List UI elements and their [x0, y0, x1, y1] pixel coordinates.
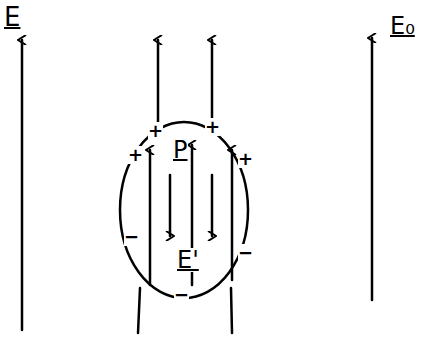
- depolarizing-arrow: [211, 175, 214, 236]
- charge-sign: −: [174, 286, 189, 304]
- field-line: [211, 40, 214, 124]
- polarization-label: P: [172, 138, 188, 162]
- charge-sign: +: [238, 150, 253, 168]
- charge-sign: −: [238, 244, 253, 262]
- charge-sign: +: [128, 146, 143, 164]
- charge-sign: +: [205, 118, 220, 136]
- charge-sign: −: [124, 228, 139, 246]
- field-line: [157, 40, 160, 125]
- polarization-arrow: [149, 150, 152, 285]
- dielectric-sphere: [120, 122, 248, 298]
- field-label: E: [4, 4, 20, 30]
- field-line: [21, 40, 24, 330]
- field-label: E': [176, 248, 200, 272]
- depolarizing-arrow: [169, 175, 172, 236]
- field-line: [371, 38, 374, 300]
- polarization-arrow: [231, 150, 234, 280]
- field-line: [231, 288, 232, 333]
- field-line: [138, 288, 140, 333]
- charge-sign: +: [148, 122, 163, 140]
- field-label: E₀: [390, 14, 415, 38]
